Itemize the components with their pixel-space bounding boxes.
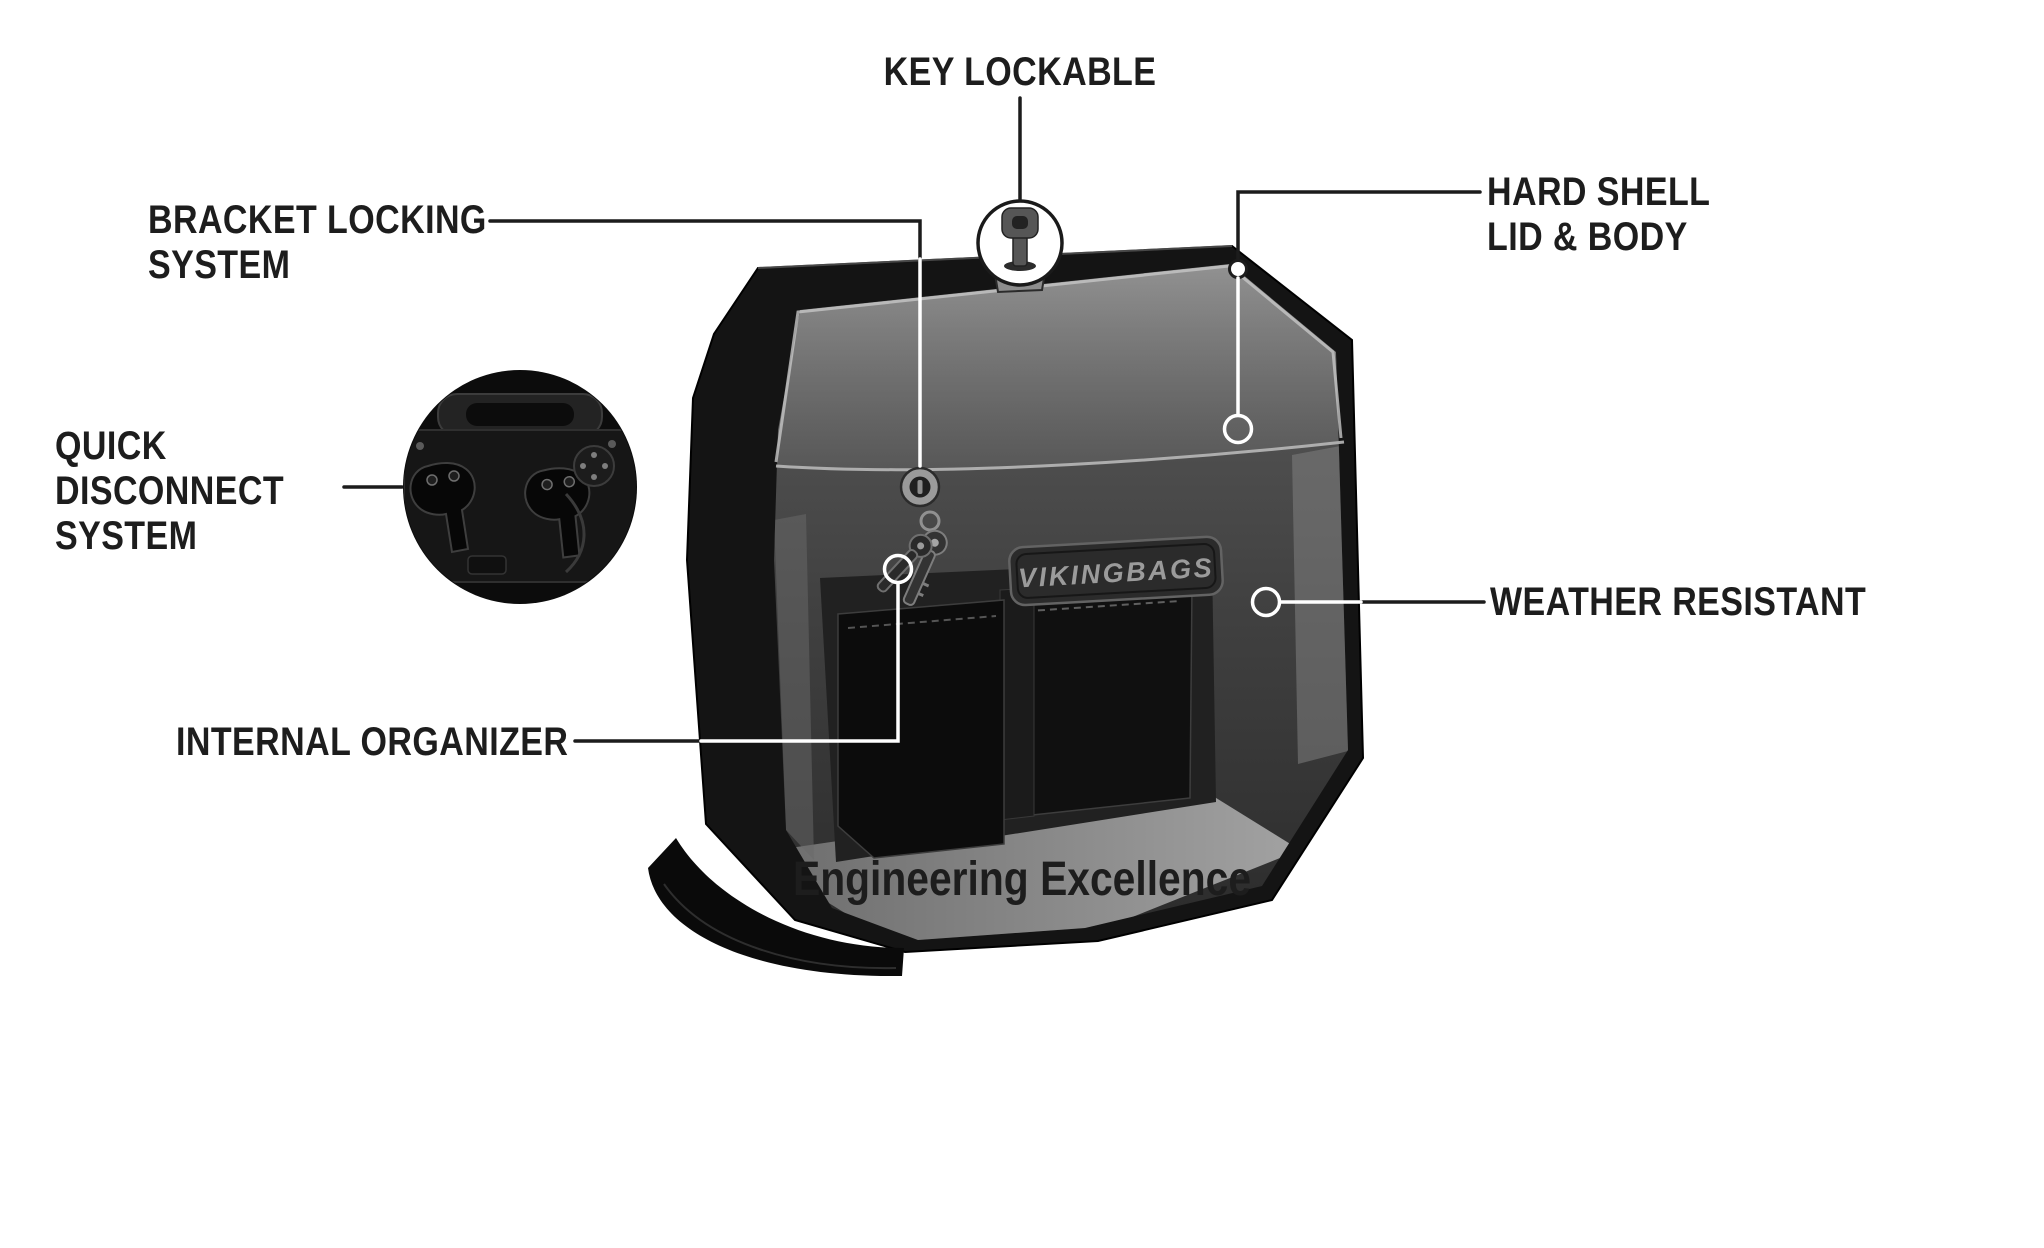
leader-hard-shell: [1222, 190, 1482, 445]
leader-lines: [342, 96, 1486, 743]
leader-bracket-locking: [488, 219, 922, 468]
key-stem: [1012, 233, 1028, 267]
pocket-stitching-left: [847, 615, 997, 629]
organizer-pocket-left: [837, 599, 1005, 859]
key-head-slot: [1012, 216, 1028, 229]
pocket-stitching-right: [1013, 600, 1181, 613]
callout-weather-resistant: WEATHER RESISTANT: [1490, 580, 1867, 624]
bag-bottom-flap: [648, 838, 904, 977]
leader-internal-organizer: [573, 553, 914, 743]
callout-quick-disconnect-system: QUICK DISCONNECT SYSTEM: [55, 424, 285, 558]
lock-and-keys: [876, 466, 948, 606]
callout-key-lockable: KEY LOCKABLE: [883, 50, 1157, 94]
quick-disconnect-inset: [403, 370, 637, 604]
interior-floor: [790, 788, 1300, 940]
flap-seam: [663, 883, 897, 970]
lid-seam: [775, 440, 1345, 472]
callout-bracket-locking-system: BRACKET LOCKING SYSTEM: [148, 198, 487, 287]
callout-internal-organizer: INTERNAL ORGANIZER: [176, 720, 569, 764]
mount-plate: [573, 445, 615, 487]
hanging-key-2: [876, 533, 933, 593]
page-tagline: Engineering Excellence: [792, 853, 1252, 906]
leader-weather-resistant: [1250, 586, 1486, 618]
key-ring: [919, 510, 941, 532]
mounting-bracket-left: [409, 462, 476, 554]
brand-plate: VIKINGBAGS: [1008, 535, 1224, 607]
callout-hard-shell-lid-body: HARD SHELL LID & BODY: [1487, 170, 1711, 259]
cable: [564, 492, 586, 574]
organizer-divider-strap: [999, 587, 1035, 821]
interior-left-wall: [774, 514, 814, 860]
key-lockable-indicator: [976, 199, 1064, 294]
lock-keyhole: [917, 480, 923, 494]
interior-right-wall: [1292, 445, 1348, 764]
strap-buckle: [467, 555, 507, 575]
